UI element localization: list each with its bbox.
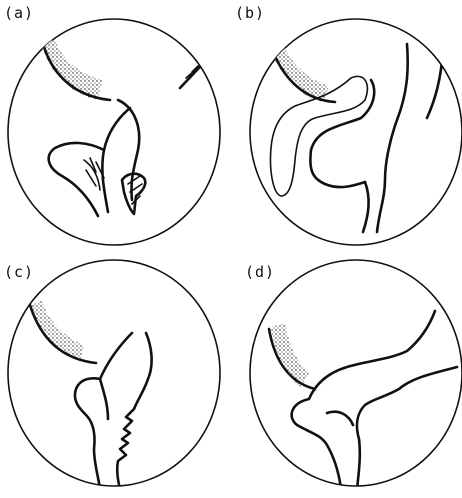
panel-d-drawing (231, 249, 462, 498)
panel-a-drawing (0, 0, 231, 249)
panel-a-field-circle (8, 19, 220, 245)
panel-c-drawing (0, 249, 231, 498)
panel-a: (a) (0, 0, 231, 249)
panel-b: (b) (231, 0, 462, 249)
panel-c-field-circle (8, 260, 220, 486)
panel-d: (d) (231, 249, 462, 498)
panel-b-drawing (231, 0, 462, 249)
panel-c: (c) (0, 249, 231, 498)
